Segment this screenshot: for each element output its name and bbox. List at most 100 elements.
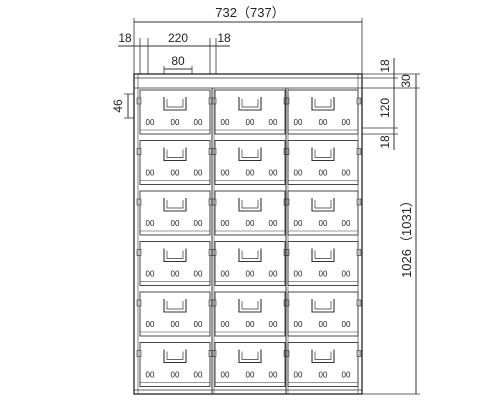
- door-handle-inner: [241, 149, 259, 158]
- latch: [356, 350, 362, 357]
- locker-door: [214, 140, 286, 185]
- locker-door: [214, 342, 286, 387]
- vent-slot: 00: [294, 169, 303, 178]
- door-handle-inner: [314, 149, 332, 158]
- top-gap-label: 30: [399, 74, 413, 88]
- locker-door: [139, 140, 211, 185]
- vent-slot: 00: [171, 118, 180, 127]
- door-handle: [163, 147, 187, 162]
- vent-slot: 00: [171, 270, 180, 279]
- locker-door: [287, 190, 359, 236]
- hinge-top: [284, 198, 290, 206]
- door-handle-inner: [314, 250, 332, 259]
- door-width-dimension: 18 220 18: [118, 31, 231, 74]
- door-gap-label: 18: [378, 135, 392, 149]
- door-handle-inner: [166, 250, 184, 259]
- vent-slot: 00: [342, 169, 351, 178]
- door-handle: [238, 198, 262, 212]
- vent-slot: 00: [294, 219, 303, 228]
- door-handle: [311, 248, 335, 263]
- vent-slot: 00: [294, 320, 303, 329]
- door-handle: [311, 198, 335, 212]
- door-handle-inner: [241, 250, 259, 259]
- door-handle-inner: [241, 351, 259, 360]
- door-handle-inner: [314, 351, 332, 360]
- latch: [356, 249, 362, 256]
- vent-slot: 00: [246, 118, 255, 127]
- vent-slot: 00: [194, 169, 203, 178]
- vent-slot: 00: [194, 320, 203, 329]
- door-handle: [311, 97, 335, 111]
- door-handle: [238, 349, 262, 364]
- vent-slot: 00: [269, 169, 278, 178]
- hinge-top: [284, 249, 290, 256]
- hinge-top: [136, 198, 142, 206]
- vent-slot: 00: [246, 371, 255, 380]
- overall-height-label: 1026（1031）: [399, 194, 414, 278]
- vent-slot: 00: [294, 118, 303, 127]
- hinge-top: [136, 97, 142, 105]
- hinge-top: [284, 350, 290, 357]
- door-handle: [238, 299, 262, 313]
- vent-slot: 00: [246, 169, 255, 178]
- door-handle-inner: [241, 200, 259, 209]
- vent-slot: 00: [221, 118, 230, 127]
- door-handle-inner: [166, 301, 184, 310]
- hinge-top: [136, 299, 142, 307]
- locker-door: [214, 190, 286, 236]
- vent-slot: 00: [319, 371, 328, 380]
- vent-slot: 00: [342, 270, 351, 279]
- vent-slot: 00: [171, 219, 180, 228]
- vent-slot: 00: [221, 270, 230, 279]
- vent-slot: 00: [146, 270, 155, 279]
- door-handle-inner: [166, 99, 184, 108]
- door-handle-inner: [166, 351, 184, 360]
- vent-slot: 00: [319, 219, 328, 228]
- locker-door: [139, 190, 211, 236]
- right-dimensions: 18 30 120 18 1026（1031）: [362, 58, 420, 395]
- door-handle: [163, 248, 187, 263]
- locker-door: [139, 291, 211, 337]
- hinge-top: [136, 350, 142, 357]
- vent-slot: 00: [246, 219, 255, 228]
- vent-slot: 00: [194, 118, 203, 127]
- vent-slot: 00: [194, 219, 203, 228]
- top-margin-label: 18: [378, 59, 392, 73]
- vent-slot: 00: [269, 270, 278, 279]
- side-margin-right-label: 18: [217, 31, 231, 45]
- door-handle-inner: [166, 149, 184, 158]
- vent-slot: 00: [319, 169, 328, 178]
- door-height-label: 120: [378, 98, 392, 118]
- door-handle: [163, 198, 187, 212]
- door-handle: [163, 299, 187, 313]
- door-handle: [311, 147, 335, 162]
- vent-slot: 00: [342, 320, 351, 329]
- door-handle: [163, 349, 187, 364]
- door-handle-inner: [241, 99, 259, 108]
- door-handle-inner: [314, 301, 332, 310]
- vent-slot: 00: [221, 219, 230, 228]
- locker-door: [139, 241, 211, 286]
- door-handle-inner: [241, 301, 259, 310]
- vent-slot: 00: [319, 320, 328, 329]
- latch: [356, 299, 362, 307]
- door-handle: [311, 299, 335, 313]
- vent-slot: 00: [171, 371, 180, 380]
- vent-slot: 00: [146, 371, 155, 380]
- vent-slot: 00: [319, 118, 328, 127]
- door-handle: [238, 147, 262, 162]
- latch: [356, 198, 362, 206]
- locker-door: [287, 140, 359, 185]
- latch: [356, 97, 362, 105]
- hinge-top: [136, 148, 142, 155]
- vent-slot: 00: [194, 270, 203, 279]
- hinge-top: [284, 148, 290, 155]
- locker-door: [287, 241, 359, 286]
- locker-door: [287, 342, 359, 387]
- overall-width-label: 732（737）: [215, 5, 284, 20]
- vent-slot: 00: [221, 320, 230, 329]
- handle-offset-label: 46: [111, 99, 125, 113]
- locker-door: [214, 89, 286, 135]
